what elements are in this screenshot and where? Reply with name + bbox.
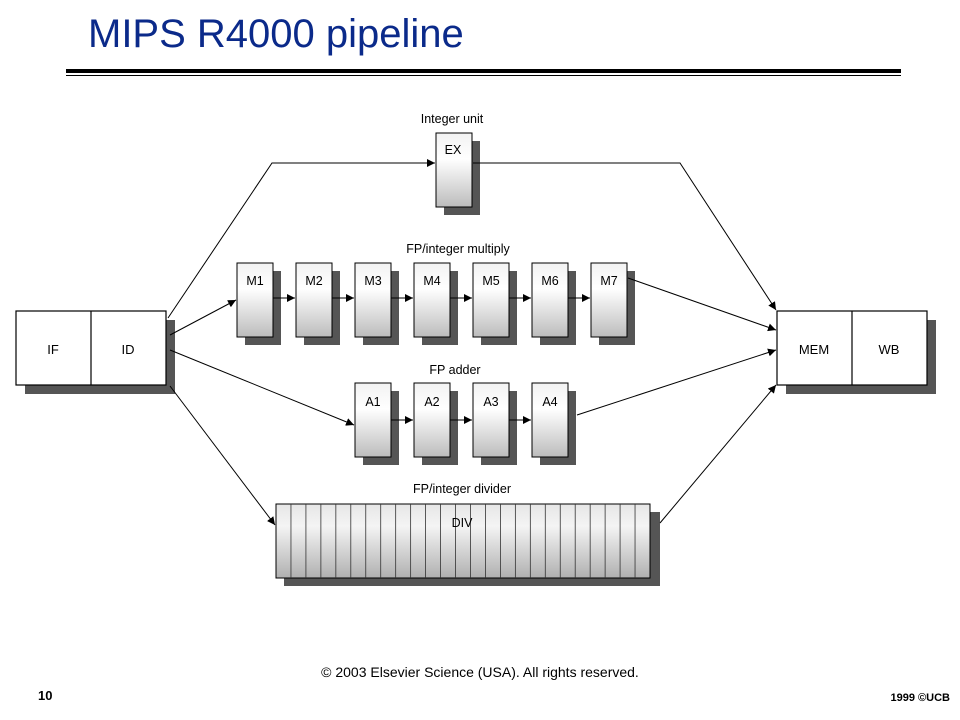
stage-if: IF xyxy=(47,342,59,357)
multiply-unit-title: FP/integer multiply xyxy=(406,242,510,256)
title-rule xyxy=(66,69,901,73)
stage-div: DIV xyxy=(275,503,660,586)
stage-a4: A4 xyxy=(531,382,576,465)
stage-ex: EX xyxy=(435,132,480,215)
stage-label-a4: A4 xyxy=(542,395,557,409)
footer-credit: 1999 ©UCB xyxy=(890,692,950,704)
stage-label-m1: M1 xyxy=(246,274,263,288)
stage-id: ID xyxy=(122,342,135,357)
stage-label-m5: M5 xyxy=(482,274,499,288)
title-rule-thin xyxy=(66,75,901,76)
stage-a3: A3 xyxy=(472,382,517,465)
divider-unit-title: FP/integer divider xyxy=(413,482,511,496)
adder-unit-title: FP adder xyxy=(429,363,480,377)
back-stages: MEM WB xyxy=(776,310,936,394)
stage-m5: M5 xyxy=(472,262,517,345)
stage-a1: A1 xyxy=(354,382,399,465)
stage-m2: M2 xyxy=(295,262,340,345)
stage-label-a2: A2 xyxy=(424,395,439,409)
stage-wb: WB xyxy=(879,342,900,357)
copyright-notice: © 2003 Elsevier Science (USA). All right… xyxy=(321,664,639,680)
stage-m4: M4 xyxy=(413,262,458,345)
integer-unit-title: Integer unit xyxy=(421,112,484,126)
stage-label-m2: M2 xyxy=(305,274,322,288)
front-stages: IF ID xyxy=(15,310,175,394)
stage-label-div: DIV xyxy=(452,516,474,530)
slide-title: MIPS R4000 pipeline xyxy=(88,12,464,56)
stage-label-m7: M7 xyxy=(600,274,617,288)
stage-m1: M1 xyxy=(236,262,281,345)
stage-label-m4: M4 xyxy=(423,274,440,288)
stage-label-ex: EX xyxy=(445,143,462,157)
stage-m3: M3 xyxy=(354,262,399,345)
issue-arrows xyxy=(167,159,435,526)
multiply-stages: M1 M2 M3 M4 M5 M6 M7 xyxy=(236,262,635,345)
stage-label-a1: A1 xyxy=(365,395,380,409)
slide-number: 10 xyxy=(38,688,53,703)
retire-arrows xyxy=(473,162,777,524)
stage-label-a3: A3 xyxy=(483,395,498,409)
adder-stages: A1 A2 A3 A4 xyxy=(354,382,576,465)
stage-m7: M7 xyxy=(590,262,635,345)
stage-a2: A2 xyxy=(413,382,458,465)
stage-m6: M6 xyxy=(531,262,576,345)
stage-label-m6: M6 xyxy=(541,274,558,288)
stage-label-m3: M3 xyxy=(364,274,381,288)
stage-mem: MEM xyxy=(799,342,829,357)
